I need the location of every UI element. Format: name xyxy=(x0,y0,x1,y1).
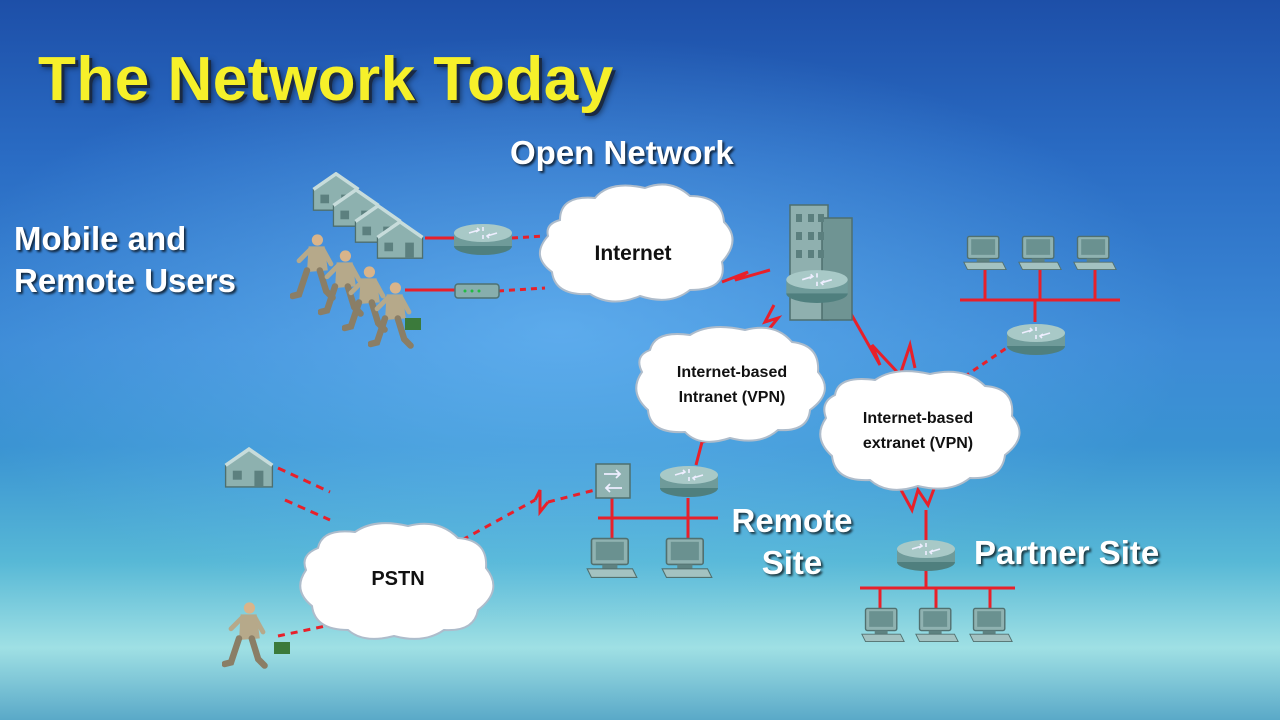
remote-site-line2: Site xyxy=(761,544,823,581)
mobile-remote-users-line1: Mobile and xyxy=(14,220,187,257)
extranet-label-line1: Internet-based xyxy=(863,410,973,427)
pc-icon xyxy=(1073,235,1117,271)
link-pstn-remote-a xyxy=(461,498,536,542)
mobile-user-icon-group xyxy=(225,234,421,665)
house-icon xyxy=(223,447,275,489)
remote-site-label: Remote Site xyxy=(712,500,872,584)
router-icon xyxy=(785,269,849,304)
internet-cloud: Internet xyxy=(539,183,734,303)
link-hq-extranet xyxy=(844,304,917,378)
pc-icon xyxy=(586,537,638,579)
pc-icon xyxy=(915,607,959,643)
link-extranet-partner xyxy=(898,485,937,514)
remote-site-devices xyxy=(586,463,719,579)
pc-icon xyxy=(963,235,1007,271)
router-icon xyxy=(453,223,513,256)
pstn-label: PSTN xyxy=(371,568,424,590)
remote-site-line1: Remote xyxy=(731,502,853,539)
pstn-cloud: PSTN xyxy=(299,522,495,640)
link-router-internet xyxy=(511,234,546,240)
internet-label: Internet xyxy=(594,242,671,265)
intranet-label-line1: Internet-based xyxy=(677,364,787,381)
pc-icon xyxy=(1018,235,1062,271)
slide-title: The Network Today xyxy=(38,45,614,114)
link-hq-intranet xyxy=(761,304,783,335)
modem-icon xyxy=(454,283,500,299)
partner-site-label: Partner Site xyxy=(974,534,1160,571)
router-icon xyxy=(1006,323,1066,356)
link-pstn-remote-b xyxy=(547,488,596,504)
briefcase-icon xyxy=(405,318,421,330)
link-modem-internet xyxy=(497,286,546,293)
intranet-label-line2: Intranet (VPN) xyxy=(679,389,786,406)
intranet-cloud: Internet-based Intranet (VPN) xyxy=(635,325,826,443)
building-icon xyxy=(785,204,853,321)
link-internet-hq xyxy=(721,268,771,284)
switch-icon xyxy=(595,463,631,499)
extranet-cloud: Internet-based extranet (VPN) xyxy=(819,370,1021,491)
mobile-remote-users-label: Mobile and Remote Users xyxy=(14,218,314,302)
pc-icon xyxy=(969,607,1013,643)
link-house-pstn-a xyxy=(277,466,331,494)
open-network-label: Open Network xyxy=(510,134,734,171)
router-icon xyxy=(659,465,719,498)
pc-icon xyxy=(661,537,713,579)
mobile-remote-users-line2: Remote Users xyxy=(14,262,236,299)
router-icon xyxy=(896,539,956,572)
link-house-pstn-b xyxy=(284,498,331,522)
pc-icon xyxy=(861,607,905,643)
mobile-user-icon xyxy=(225,602,265,665)
extranet-label-line2: extranet (VPN) xyxy=(863,435,973,452)
briefcase-icon xyxy=(274,642,290,654)
